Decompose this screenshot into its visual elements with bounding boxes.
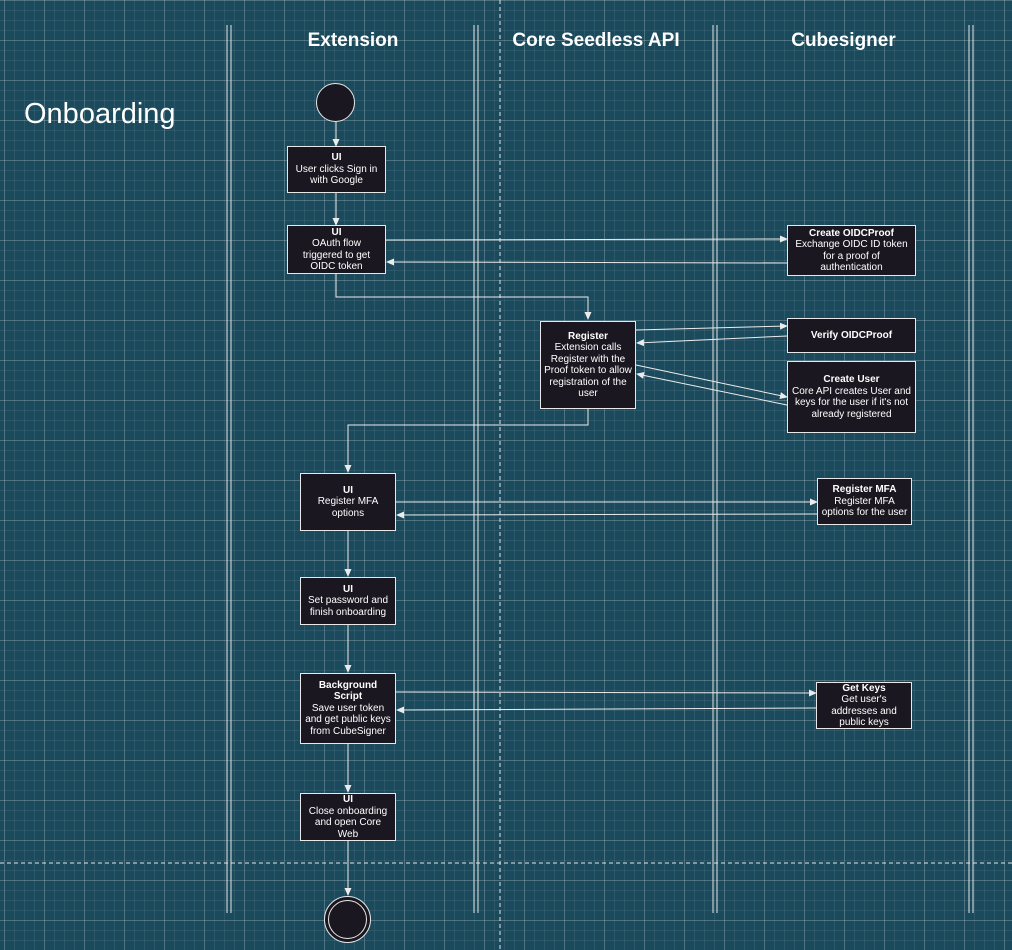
node-description: Save user token and get public keys from… xyxy=(305,702,391,737)
node-description: Register MFA options for the user xyxy=(821,495,908,519)
arrow-create-proof-to-oauth xyxy=(386,258,788,266)
node-title: UI xyxy=(331,226,342,238)
node-description: Extension calls Register with the Proof … xyxy=(544,342,632,399)
node-get-keys[interactable]: Get Keys Get user's addresses and public… xyxy=(816,682,912,729)
node-description: Get user's addresses and public keys xyxy=(831,694,897,728)
node-title: Get Keys xyxy=(842,682,886,694)
arrow-verify-to-register xyxy=(636,335,788,347)
node-title: Verify OIDCProof xyxy=(810,329,893,341)
node-description: User clicks Sign in with Google xyxy=(295,163,378,187)
arrow-get-keys-to-background xyxy=(396,706,817,714)
node-create-oidc-proof[interactable]: Create OIDCProof Exchange OIDC ID token … xyxy=(787,225,916,276)
node-title: UI xyxy=(343,484,353,496)
node-description: OAuth flow triggered to get OIDC token xyxy=(302,238,371,272)
node-verify-oidc-proof[interactable]: Verify OIDCProof xyxy=(787,318,916,353)
start-node xyxy=(316,83,355,122)
node-description: Register MFA options xyxy=(317,496,379,519)
node-create-user[interactable]: Create User Core API creates User and ke… xyxy=(787,361,916,433)
page-title: Onboarding xyxy=(24,98,176,130)
node-background-script[interactable]: Background Script Save user token and ge… xyxy=(300,673,396,744)
arrow-create-user-to-register xyxy=(636,371,788,406)
arrow-oauth-to-register xyxy=(335,274,592,320)
lane-title-cubesigner: Cubesigner xyxy=(791,30,896,51)
node-description: Core API creates User and keys for the u… xyxy=(792,385,911,420)
node-register[interactable]: Register Extension calls Register with t… xyxy=(540,321,636,409)
lane-title-extension: Extension xyxy=(307,30,399,51)
arrow-register-to-verify xyxy=(635,322,788,331)
node-title: UI xyxy=(343,583,353,595)
node-title: Create OIDCProof xyxy=(808,227,894,239)
node-description: Exchange OIDC ID token for a proof of au… xyxy=(795,239,908,273)
node-title: Create User xyxy=(823,374,880,385)
swimlane-borders xyxy=(226,25,974,913)
end-node xyxy=(324,896,371,943)
node-title: Register xyxy=(567,330,608,342)
node-title: UI xyxy=(331,152,342,164)
arrow-register-to-create-user xyxy=(635,364,788,399)
node-title: UI xyxy=(343,794,353,805)
lane-title-core-seedless-api: Core Seedless API xyxy=(512,30,680,51)
arrow-register-mfa-to-mfa-ui xyxy=(396,511,818,519)
node-ui-sign-in[interactable]: UI User clicks Sign in with Google xyxy=(287,146,386,193)
arrow-background-to-get-keys xyxy=(395,689,817,697)
flow-arrows xyxy=(332,122,818,896)
node-title: Register MFA xyxy=(832,484,897,496)
node-register-mfa[interactable]: Register MFA Register MFA options for th… xyxy=(817,478,912,525)
node-ui-set-password[interactable]: UI Set password and finish onboarding xyxy=(300,577,396,625)
node-description: Close onboarding and open Core Web xyxy=(308,805,388,840)
node-description: Set password and finish onboarding xyxy=(307,595,389,618)
node-ui-register-mfa[interactable]: UI Register MFA options xyxy=(300,473,396,531)
node-ui-oauth[interactable]: UI OAuth flow triggered to get OIDC toke… xyxy=(287,225,386,274)
arrow-register-to-mfa-ui xyxy=(344,409,589,473)
node-title: Background Script xyxy=(318,679,378,703)
node-ui-close[interactable]: UI Close onboarding and open Core Web xyxy=(300,793,396,841)
arrow-oauth-to-create-proof xyxy=(385,235,788,243)
